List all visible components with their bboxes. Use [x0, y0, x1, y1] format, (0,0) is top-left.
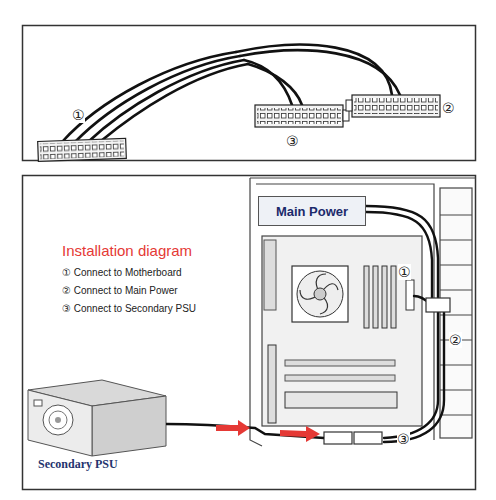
psu-fan	[49, 411, 67, 429]
card-bracket	[268, 345, 276, 423]
callout-number: ②	[442, 100, 455, 116]
expansion-slot	[285, 360, 395, 366]
node-label: Main Power	[276, 204, 348, 219]
legend-item: ① Connect to Motherboard	[62, 267, 182, 279]
expansion-slot	[285, 375, 395, 381]
cable-bundle	[62, 45, 400, 142]
cpu-fan	[292, 266, 348, 322]
cable-wire	[384, 312, 444, 442]
cable-wire	[366, 206, 438, 298]
secondary-psu-drawing	[28, 380, 166, 456]
cable-wire	[366, 212, 432, 298]
case-edge	[250, 177, 476, 178]
connector-main	[346, 95, 440, 117]
cable-wire	[248, 64, 302, 105]
psu-fan	[43, 405, 73, 435]
io-panel	[264, 240, 276, 310]
psu-switch	[34, 400, 42, 406]
legend-item: ② Connect to Main Power	[62, 285, 178, 297]
ram-slot	[391, 266, 396, 328]
psu-side	[92, 396, 166, 456]
connector-pins	[354, 98, 438, 114]
motherboard	[262, 236, 422, 426]
connector-latch	[343, 110, 349, 121]
expansion-card	[285, 392, 397, 408]
psu-fan	[55, 417, 61, 423]
node-label: Secondary PSU	[38, 457, 118, 472]
panel-frame	[23, 176, 476, 490]
cable-wire	[101, 64, 248, 141]
connector-latch	[346, 100, 352, 111]
legend-item: ③ Connect to Secondary PSU	[62, 303, 196, 315]
fan-blades	[300, 274, 338, 314]
ram-slot	[364, 266, 369, 328]
connector-secondary	[255, 105, 349, 127]
adapter-connector	[354, 432, 382, 444]
diagram-title: Installation diagram	[62, 242, 192, 259]
callout-number: ②	[449, 332, 462, 348]
connector-pins	[257, 108, 341, 124]
ram-slot	[373, 266, 378, 328]
ram-slot	[382, 266, 387, 328]
cable-wire	[240, 50, 400, 95]
callout-number: ③	[286, 133, 299, 149]
connector-body	[38, 138, 127, 161]
cable-wire	[75, 56, 240, 142]
panel-frame	[23, 26, 476, 161]
case-edge	[256, 184, 434, 440]
power-supply-box: Main Power	[258, 196, 366, 226]
red-arrow	[216, 420, 250, 436]
adapter-connector	[426, 298, 450, 312]
callout-number: ③	[397, 431, 410, 447]
board-power-socket	[406, 280, 414, 310]
fan-ring	[297, 271, 343, 317]
psu-front	[28, 390, 92, 456]
psu-connector	[324, 432, 352, 444]
connector-pins	[40, 140, 125, 159]
connector-body	[352, 95, 440, 117]
board	[262, 236, 422, 426]
power-cable	[366, 206, 444, 442]
connector-24pin	[38, 138, 127, 161]
computer-case	[250, 178, 476, 446]
cable-wire	[384, 312, 438, 438]
connector-body	[255, 105, 343, 127]
secondary-psu: Secondary PSU	[25, 376, 175, 472]
fan-hub	[314, 288, 326, 300]
callout-number: ①	[398, 264, 411, 280]
callout-number: ①	[72, 107, 85, 123]
red-arrow	[280, 426, 320, 442]
